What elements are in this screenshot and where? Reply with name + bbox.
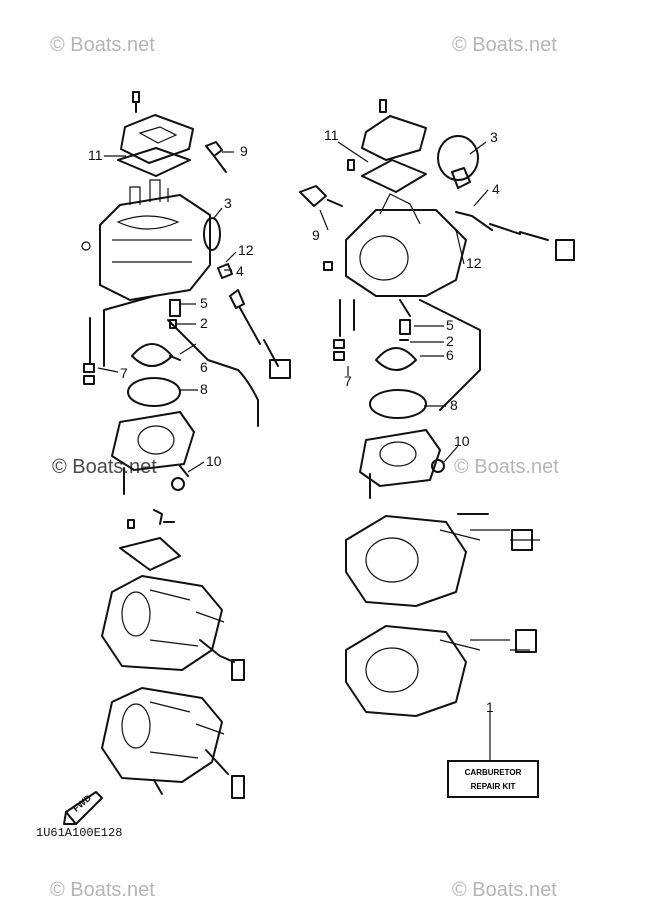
callout-numbers: 11 9 3 12 4 5 2 6 7 8 10 11 3 4 9 12 5 2… <box>88 127 500 715</box>
watermark-top-left: © Boats.net <box>50 34 155 56</box>
callout-right-3: 3 <box>490 129 498 145</box>
callout-left-9: 9 <box>240 143 248 159</box>
callout-right-11: 11 <box>324 127 339 143</box>
watermark-mid-right: © Boats.net <box>454 456 559 478</box>
watermark-mid-left: © Boats.net <box>52 456 157 478</box>
callout-left-3: 3 <box>224 195 232 211</box>
kit-line-2: REPAIR KIT <box>470 782 516 791</box>
left-leader-lines <box>97 151 237 473</box>
callout-right-2: 2 <box>446 333 454 349</box>
right-assembly <box>299 99 575 762</box>
callout-left-11: 11 <box>88 147 103 163</box>
callout-left-6: 6 <box>200 359 208 375</box>
callout-right-6: 6 <box>446 347 454 363</box>
callout-left-12: 12 <box>238 242 254 258</box>
callout-right-9: 9 <box>312 227 320 243</box>
callout-right-10: 10 <box>454 433 470 449</box>
diagram-code: 1U61A100E128 <box>36 826 123 840</box>
callout-left-2: 2 <box>200 315 208 331</box>
callout-left-5: 5 <box>200 295 208 311</box>
callout-right-7: 7 <box>344 373 352 389</box>
callout-right-8: 8 <box>450 397 458 413</box>
right-leader-lines <box>319 141 489 463</box>
kit-line-1: CARBURETOR <box>464 768 522 777</box>
callout-left-4: 4 <box>236 263 244 279</box>
callout-right-5: 5 <box>446 317 454 333</box>
watermark-bottom-right: © Boats.net <box>452 879 557 901</box>
callout-left-10: 10 <box>206 453 222 469</box>
callout-left-7: 7 <box>120 365 128 381</box>
watermark-bottom-left: © Boats.net <box>50 879 155 901</box>
left-assembly <box>63 91 291 825</box>
callout-left-8: 8 <box>200 381 208 397</box>
watermark-top-right: © Boats.net <box>452 34 557 56</box>
callout-right-4: 4 <box>492 181 500 197</box>
carburetor-repair-kit-box: CARBURETOR REPAIR KIT <box>447 760 539 798</box>
callout-right-1: 1 <box>486 699 494 715</box>
callout-right-12: 12 <box>466 255 482 271</box>
